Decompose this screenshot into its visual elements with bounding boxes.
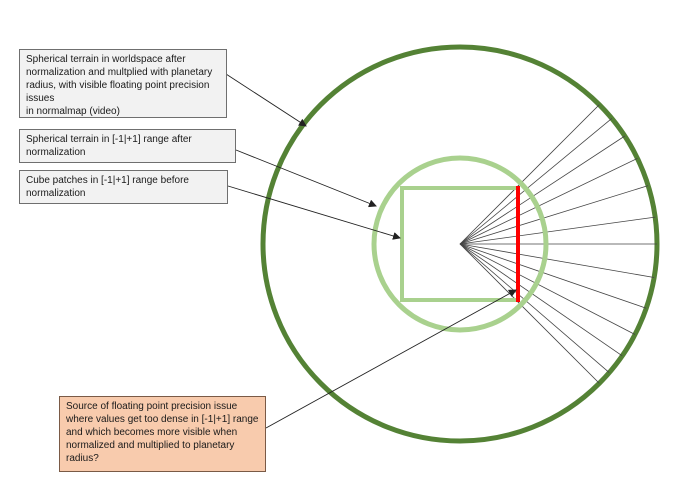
arrow-to-cube-patch [227, 185, 401, 240]
projection-ray [459, 118, 613, 245]
arrow-to-normalized-sphere [235, 149, 377, 208]
cube-patches-callout: Cube patches in [-1|+1] range before nor… [19, 170, 228, 204]
projection-ray [459, 216, 656, 245]
projection-ray [459, 135, 626, 245]
projection-ray [459, 243, 636, 335]
arrow-to-precision-edge [265, 289, 517, 429]
projection-ray [459, 243, 655, 278]
projection-rays [459, 104, 657, 384]
projection-ray [459, 243, 623, 357]
arrow-to-outer-sphere [225, 73, 307, 127]
projection-ray [459, 243, 647, 309]
normalized-terrain-callout: Spherical terrain in [-1|+1] range after… [19, 129, 236, 163]
projection-ray [459, 185, 649, 245]
projection-ray [459, 158, 638, 245]
projection-ray [459, 243, 600, 384]
projection-ray [459, 104, 600, 245]
worldspace-terrain-callout: Spherical terrain in worldspace after no… [19, 49, 227, 118]
normalized-sphere-circle [371, 155, 549, 333]
precision-source-callout: Source of floating point precision issue… [59, 396, 266, 472]
projection-ray [459, 243, 610, 373]
